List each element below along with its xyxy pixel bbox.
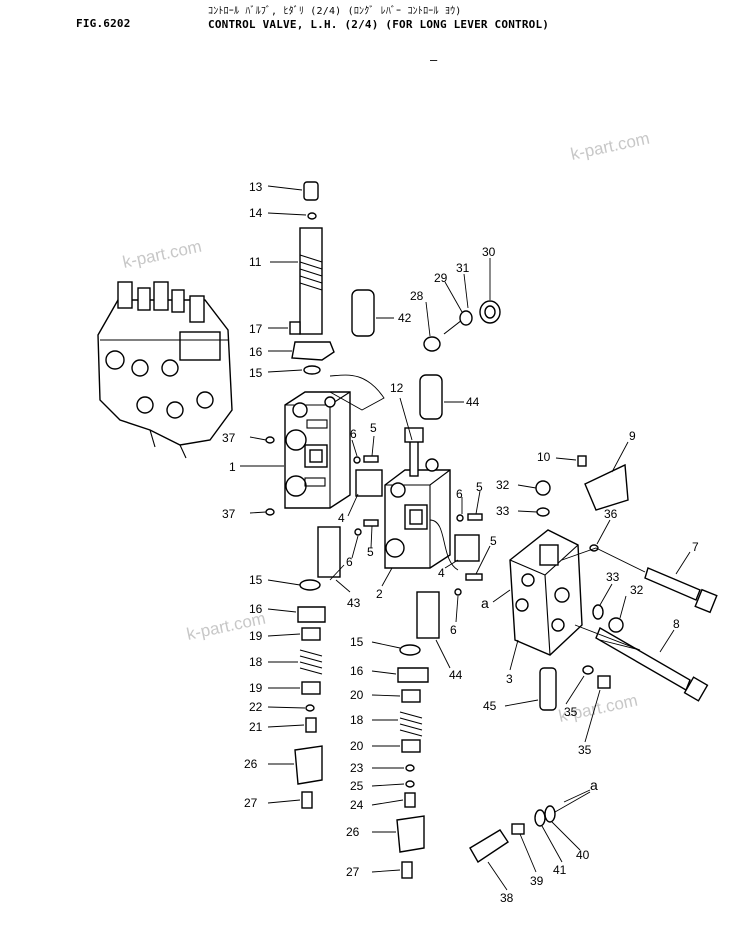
watermark: k-part.com xyxy=(121,237,203,272)
callout-35: 35 xyxy=(564,705,578,719)
title-dash: — xyxy=(430,53,438,67)
callout-5: 5 xyxy=(367,545,374,559)
callout-43: 43 xyxy=(347,596,361,610)
callout-28: 28 xyxy=(410,289,424,303)
callout-39: 39 xyxy=(530,874,544,888)
callout-19: 19 xyxy=(249,681,263,695)
callout-44: 44 xyxy=(449,668,463,682)
callout-16: 16 xyxy=(249,345,263,359)
callout-19: 19 xyxy=(249,629,263,643)
callout-40: 40 xyxy=(576,848,590,862)
callout-26: 26 xyxy=(244,757,258,771)
callout-23: 23 xyxy=(350,761,364,775)
callout-9: 9 xyxy=(629,429,636,443)
callout-6: 6 xyxy=(450,623,457,637)
callout-26: 26 xyxy=(346,825,360,839)
assembled-valve-illustration xyxy=(97,281,233,459)
callout-5: 5 xyxy=(490,534,497,548)
callout-32: 32 xyxy=(496,478,510,492)
callout-22: 22 xyxy=(249,700,263,714)
callout-24: 24 xyxy=(350,798,364,812)
callout-4: 4 xyxy=(338,511,345,525)
valve-section-1 xyxy=(284,391,351,509)
callout-41: 41 xyxy=(553,863,567,877)
tie-bolts xyxy=(535,455,718,711)
callout-18: 18 xyxy=(350,713,364,727)
callout-20: 20 xyxy=(350,739,364,753)
fitting-assembly xyxy=(469,805,556,863)
callout-8: 8 xyxy=(673,617,680,631)
callout-16: 16 xyxy=(249,602,263,616)
relief-valves xyxy=(351,289,501,420)
callout-2: 2 xyxy=(376,587,383,601)
callout-36: 36 xyxy=(604,507,618,521)
gaskets xyxy=(265,436,483,596)
callout-4: 4 xyxy=(438,566,445,580)
callout-15: 15 xyxy=(350,635,364,649)
callout-27: 27 xyxy=(346,865,360,879)
figure-number: FIG.6202 xyxy=(76,17,131,30)
callout-10: 10 xyxy=(537,450,551,464)
callout-17: 17 xyxy=(249,322,263,336)
callout-33: 33 xyxy=(606,570,620,584)
leader-lines xyxy=(240,185,691,891)
callout-42: 42 xyxy=(398,311,412,325)
callout-37: 37 xyxy=(222,507,236,521)
callout-32: 32 xyxy=(630,583,644,597)
callout-12: 12 xyxy=(390,381,404,395)
callout-6: 6 xyxy=(350,427,357,441)
callout-27: 27 xyxy=(244,796,258,810)
callout-labels: 13 14 11 17 16 15 42 28 29 31 30 44 12 6… xyxy=(222,180,699,905)
callout-25: 25 xyxy=(350,779,364,793)
callout-18: 18 xyxy=(249,655,263,669)
callout-3: 3 xyxy=(506,672,513,686)
valve-section-3 xyxy=(509,529,583,656)
spool-stack-middle xyxy=(396,427,440,879)
spool-stack-left xyxy=(289,181,341,809)
callout-5: 5 xyxy=(476,480,483,494)
callout-14: 14 xyxy=(249,206,263,220)
title-japanese: ｺﾝﾄﾛｰﾙ ﾊﾞﾙﾌﾞ, ﾋﾀﾞﾘ (2/4) (ﾛﾝｸﾞ ﾚﾊﾞｰ ｺﾝﾄﾛ… xyxy=(208,6,462,17)
callout-a: a xyxy=(590,777,598,793)
callout-7: 7 xyxy=(692,540,699,554)
callout-21: 21 xyxy=(249,720,263,734)
callout-30: 30 xyxy=(482,245,496,259)
callout-16: 16 xyxy=(350,664,364,678)
callout-33: 33 xyxy=(496,504,510,518)
callout-11: 11 xyxy=(249,255,262,269)
callout-6: 6 xyxy=(456,487,463,501)
watermark: k-part.com xyxy=(569,129,651,164)
callout-38: 38 xyxy=(500,891,514,905)
callout-44: 44 xyxy=(466,395,480,409)
callout-15: 15 xyxy=(249,573,263,587)
callout-35: 35 xyxy=(578,743,592,757)
callout-29: 29 xyxy=(434,271,448,285)
callout-37: 37 xyxy=(222,431,236,445)
callout-5: 5 xyxy=(370,421,377,435)
callout-20: 20 xyxy=(350,688,364,702)
callout-31: 31 xyxy=(456,261,470,275)
callout-45: 45 xyxy=(483,699,497,713)
title-english: CONTROL VALVE, L.H. (2/4) (FOR LONG LEVE… xyxy=(208,18,550,31)
callout-1: 1 xyxy=(229,460,236,474)
callout-6: 6 xyxy=(346,555,353,569)
callout-13: 13 xyxy=(249,180,263,194)
callout-a: a xyxy=(481,595,489,611)
valve-section-2 xyxy=(384,458,451,569)
callout-15: 15 xyxy=(249,366,263,380)
